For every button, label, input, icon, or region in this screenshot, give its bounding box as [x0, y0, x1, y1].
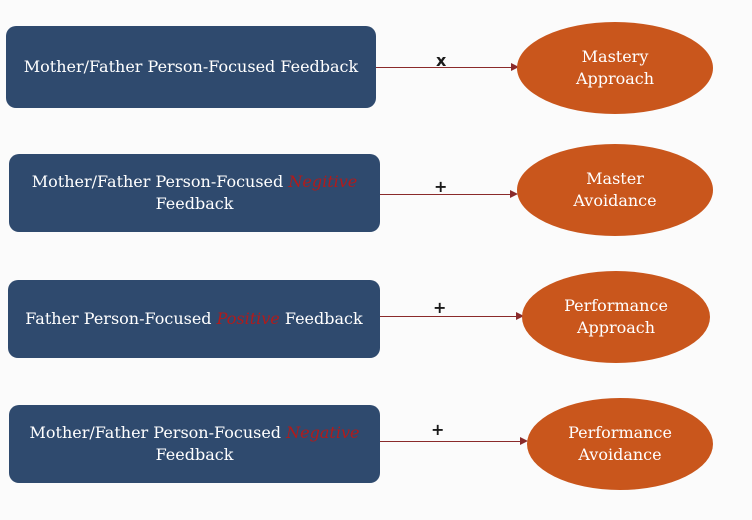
outcome-label-line1: Mastery: [581, 47, 649, 66]
connector-line-performance-avoidance: [380, 441, 522, 442]
predictor-box-performance-avoidance: Mother/Father Person-Focused Negative Fe…: [9, 405, 380, 483]
predictor-box-master-avoidance: Mother/Father Person-Focused Negitive Fe…: [9, 154, 380, 232]
connector-line-mastery-approach: [376, 67, 513, 68]
outcome-label-line2: Avoidance: [573, 191, 657, 210]
predictor-text-after: Feedback: [279, 309, 363, 328]
effect-sign-performance-avoidance: +: [431, 420, 445, 439]
predictor-text-highlight: Positive: [216, 309, 280, 328]
predictor-text: Father Person-Focused Positive Feedback: [25, 308, 362, 330]
arrowhead-performance-avoidance: [520, 437, 528, 445]
predictor-text-before: Mother/Father Person-Focused: [29, 423, 287, 442]
predictor-text-before: Mother/Father Person-Focused Feedback: [23, 57, 359, 76]
outcome-label-line2: Approach: [576, 318, 656, 337]
predictor-text-before: Mother/Father Person-Focused: [31, 172, 289, 191]
predictor-text-highlight: Negative: [286, 423, 360, 442]
effect-sign-mastery-approach: x: [436, 51, 447, 70]
predictor-text-after: Feedback: [155, 445, 234, 464]
predictor-text-highlight: Negitive: [288, 172, 358, 191]
predictor-text-before: Father Person-Focused: [25, 309, 217, 328]
predictor-text: Mother/Father Person-Focused Negative Fe…: [17, 422, 372, 466]
predictor-text-after: Feedback: [155, 194, 234, 213]
predictor-text: Mother/Father Person-Focused Negitive Fe…: [17, 171, 372, 215]
outcome-label-line1: Performance: [568, 423, 672, 442]
arrowhead-performance-approach: [516, 312, 524, 320]
arrowhead-master-avoidance: [510, 190, 518, 198]
effect-sign-master-avoidance: +: [434, 177, 448, 196]
arrowhead-mastery-approach: [511, 63, 519, 71]
effect-sign-performance-approach: +: [433, 298, 447, 317]
outcome-label-line2: Approach: [575, 69, 655, 88]
outcome-label-line1: Performance: [564, 296, 668, 315]
predictor-text: Mother/Father Person-Focused Feedback: [24, 56, 358, 78]
predictor-box-mastery-approach: Mother/Father Person-Focused Feedback: [6, 26, 376, 108]
connector-line-performance-approach: [380, 316, 518, 317]
outcome-label-line2: Avoidance: [578, 445, 662, 464]
predictor-box-performance-approach: Father Person-Focused Positive Feedback: [8, 280, 380, 358]
connector-line-master-avoidance: [380, 194, 512, 195]
outcome-label-line1: Master: [586, 169, 644, 188]
